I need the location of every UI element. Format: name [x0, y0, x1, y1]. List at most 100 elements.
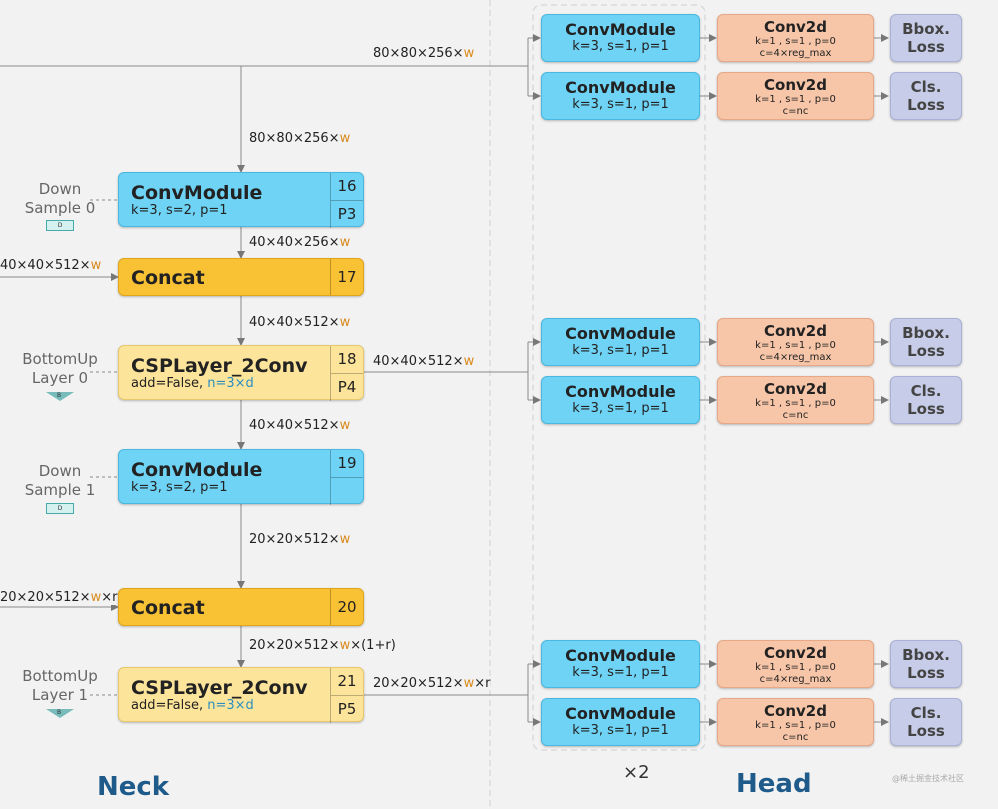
bbox-loss: Bbox. Loss: [890, 14, 962, 62]
module-index: 18: [330, 346, 363, 373]
module-index: 19: [330, 450, 363, 477]
loss-line2: Loss: [907, 722, 945, 740]
head-convmodule: ConvModule k=3, s=1, p=1: [541, 376, 700, 424]
module-channels: c=nc: [782, 410, 809, 421]
module-params: k=1 , s=1 , p=0: [755, 340, 836, 351]
module-params: k=3, s=1, p=1: [572, 97, 669, 112]
module-channels: c=4×reg_max: [759, 674, 832, 685]
module-params: add=False, n=3×d: [131, 376, 254, 391]
module-name: Concat: [131, 597, 205, 619]
bbox-loss: Bbox. Loss: [890, 318, 962, 366]
head-conv2d-bbox: Conv2d k=1 , s=1 , p=0 c=4×reg_max: [717, 318, 874, 366]
loss-line1: Cls.: [910, 382, 942, 400]
module-name: Conv2d: [764, 322, 827, 340]
module-params: k=1 , s=1 , p=0: [755, 720, 836, 731]
module-name: CSPLayer_2Conv: [131, 355, 308, 377]
module-name: ConvModule: [565, 20, 676, 39]
module-index: 16: [330, 173, 363, 200]
module-index: 21: [330, 668, 363, 695]
module-name: ConvModule: [565, 324, 676, 343]
head-conv2d-bbox: Conv2d k=1 , s=1 , p=0 c=4×reg_max: [717, 14, 874, 62]
module-name: ConvModule: [565, 646, 676, 665]
module-name: ConvModule: [131, 182, 263, 204]
module-name: Conv2d: [764, 380, 827, 398]
edge-label-csp21-right: 20×20×512×w×r: [373, 676, 491, 691]
module-channels: c=4×reg_max: [759, 48, 832, 59]
head-conv2d-cls: Conv2d k=1 , s=1 , p=0 c=nc: [717, 376, 874, 424]
module-name: Conv2d: [764, 644, 827, 662]
bottomup-tag-icon: B: [46, 709, 74, 718]
module-name: ConvModule: [565, 382, 676, 401]
edge-label-csp18-out: 40×40×512×w: [249, 418, 351, 433]
loss-line1: Cls.: [910, 704, 942, 722]
edge-label-concat17-out: 40×40×512×w: [249, 315, 351, 330]
edge-label-csp18-right: 40×40×512×w: [373, 354, 475, 369]
watermark: @稀土掘金技术社区: [892, 774, 964, 783]
module-name: Concat: [131, 267, 205, 289]
module-name: CSPLayer_2Conv: [131, 677, 308, 699]
edge-label-down0-in: 80×80×256×w: [249, 131, 351, 146]
module-channels: c=4×reg_max: [759, 352, 832, 363]
neck-csplayer-21: CSPLayer_2Conv add=False, n=3×d 21 P5: [118, 667, 364, 723]
head-convmodule: ConvModule k=3, s=1, p=1: [541, 318, 700, 366]
neck-title: Neck: [97, 772, 170, 802]
loss-line2: Loss: [907, 342, 945, 360]
loss-line2: Loss: [907, 96, 945, 114]
module-params: add=False, n=3×d: [131, 698, 254, 713]
module-name: ConvModule: [565, 704, 676, 723]
loss-line2: Loss: [907, 400, 945, 418]
downsample-tag-icon: D: [46, 503, 74, 514]
module-params: k=3, s=1, p=1: [572, 723, 669, 738]
module-channels: c=nc: [782, 106, 809, 117]
module-name: ConvModule: [565, 78, 676, 97]
module-name: Conv2d: [764, 702, 827, 720]
module-params: k=1 , s=1 , p=0: [755, 94, 836, 105]
head-title: Head: [736, 769, 812, 799]
cls-loss: Cls. Loss: [890, 72, 962, 120]
head-convmodule: ConvModule k=3, s=1, p=1: [541, 14, 700, 62]
neck-convmodule-19: ConvModule k=3, s=2, p=1 19: [118, 449, 364, 505]
loss-line1: Bbox.: [902, 646, 950, 664]
module-level-empty: [330, 477, 363, 505]
module-name: Conv2d: [764, 76, 827, 94]
module-name: Conv2d: [764, 18, 827, 36]
bottomup-tag-icon: B: [46, 392, 74, 401]
cls-loss: Cls. Loss: [890, 698, 962, 746]
edge-label-concat20-side: 20×20×512×w×r: [0, 590, 118, 605]
module-params: k=1 , s=1 , p=0: [755, 398, 836, 409]
loss-line1: Cls.: [910, 78, 942, 96]
head-conv2d-cls: Conv2d k=1 , s=1 , p=0 c=nc: [717, 72, 874, 120]
module-name: ConvModule: [131, 459, 263, 481]
loss-line1: Bbox.: [902, 20, 950, 38]
module-level: P5: [330, 695, 363, 723]
neck-concat-20: Concat 20: [118, 588, 364, 626]
edge-label-concat20-out: 20×20×512×w×(1+r): [249, 638, 396, 653]
module-params: k=1 , s=1 , p=0: [755, 662, 836, 673]
neck-csplayer-18: CSPLayer_2Conv add=False, n=3×d 18 P4: [118, 345, 364, 401]
loss-line2: Loss: [907, 664, 945, 682]
head-convmodule: ConvModule k=3, s=1, p=1: [541, 640, 700, 688]
edge-label-down1-out: 20×20×512×w: [249, 532, 351, 547]
module-index: 17: [330, 259, 363, 295]
repeat-label: ×2: [623, 762, 650, 783]
module-params: k=3, s=1, p=1: [572, 343, 669, 358]
bbox-loss: Bbox. Loss: [890, 640, 962, 688]
loss-line2: Loss: [907, 38, 945, 56]
module-params: k=3, s=1, p=1: [572, 401, 669, 416]
module-level: P3: [330, 200, 363, 228]
head-conv2d-cls: Conv2d k=1 , s=1 , p=0 c=nc: [717, 698, 874, 746]
module-level: P4: [330, 373, 363, 401]
neck-concat-17: Concat 17: [118, 258, 364, 296]
head-convmodule: ConvModule k=3, s=1, p=1: [541, 698, 700, 746]
head-conv2d-bbox: Conv2d k=1 , s=1 , p=0 c=4×reg_max: [717, 640, 874, 688]
head-convmodule: ConvModule k=3, s=1, p=1: [541, 72, 700, 120]
cls-loss: Cls. Loss: [890, 376, 962, 424]
module-channels: c=nc: [782, 732, 809, 743]
neck-convmodule-16: ConvModule k=3, s=2, p=1 16 P3: [118, 172, 364, 228]
edge-label-top-in: 80×80×256×w: [373, 46, 475, 61]
